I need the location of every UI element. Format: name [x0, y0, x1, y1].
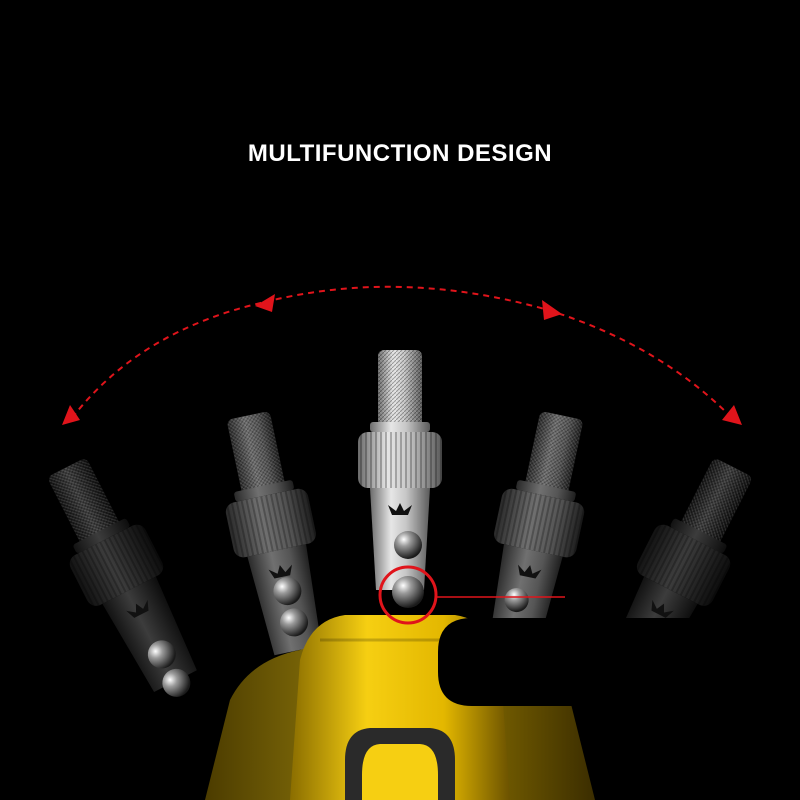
tool-head-right	[470, 406, 604, 659]
highlight-circle-icon	[378, 565, 565, 625]
tool-head-left	[206, 406, 340, 659]
callout-box	[438, 618, 800, 706]
headline: MULTIFUNCTION DESIGN	[247, 140, 553, 167]
tool-head-far-left	[29, 448, 213, 701]
double-headed-arc-arrow-icon	[71, 285, 733, 419]
arrowheads	[62, 294, 742, 425]
tool-head-center	[358, 350, 442, 608]
